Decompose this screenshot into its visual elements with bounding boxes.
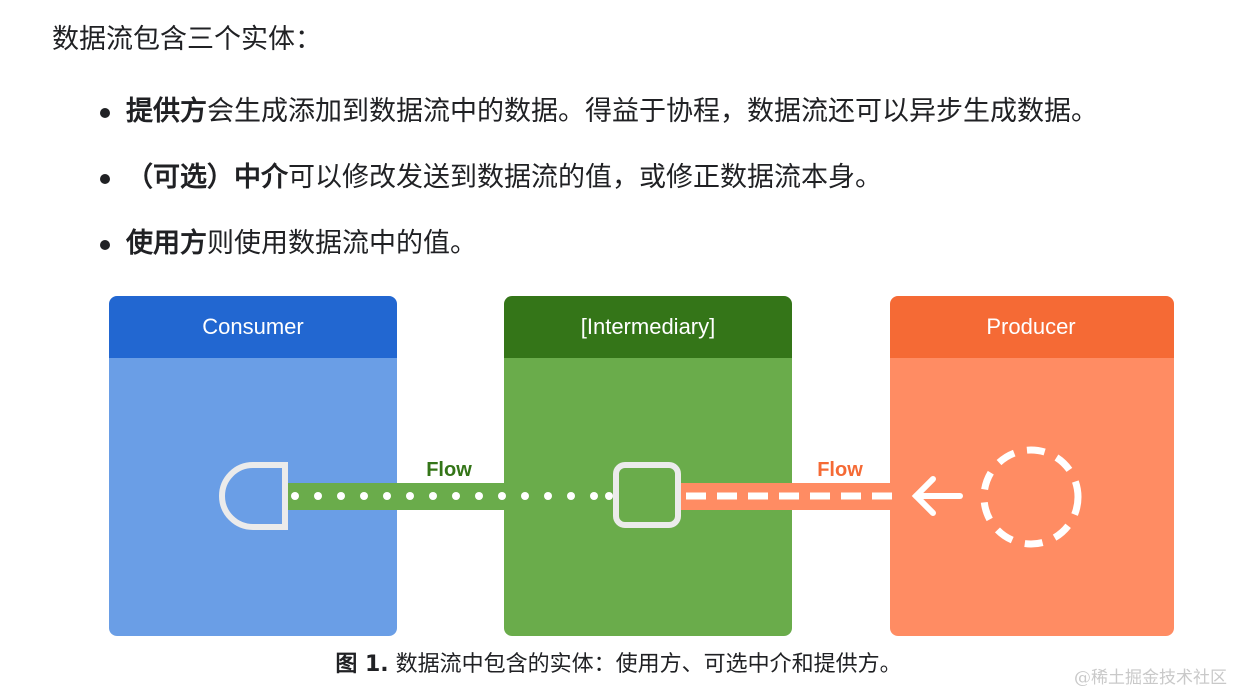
- consumer-label: Consumer: [202, 314, 303, 339]
- intermediary-label: [Intermediary]: [581, 314, 716, 339]
- bullet-term: （可选）中介: [126, 162, 288, 193]
- bullet-desc: 则使用数据流中的值。: [207, 228, 477, 259]
- list-item-consumer: 使用方则使用数据流中的值。: [96, 226, 1098, 262]
- intro-text: 数据流包含三个实体：: [52, 24, 322, 55]
- producer-header: [890, 296, 1174, 358]
- watermark: @稀土掘金技术社区: [1074, 668, 1227, 688]
- bullet-desc: 可以修改发送到数据流的值，或修正数据流本身。: [288, 162, 882, 193]
- consumer-header: [109, 296, 397, 358]
- entity-list: 提供方会生成添加到数据流中的数据。得益于协程，数据流还可以异步生成数据。 （可选…: [96, 94, 1098, 292]
- list-item-producer: 提供方会生成添加到数据流中的数据。得益于协程，数据流还可以异步生成数据。: [96, 94, 1098, 130]
- figure-caption: 图 1. 数据流中包含的实体：使用方、可选中介和提供方。: [0, 650, 1237, 680]
- bullet-desc: 会生成添加到数据流中的数据。得益于协程，数据流还可以异步生成数据。: [207, 96, 1098, 127]
- flow-left-dots: [291, 492, 613, 500]
- flow-right-label: Flow: [817, 459, 863, 481]
- caption-text: 数据流中包含的实体：使用方、可选中介和提供方。: [388, 652, 902, 677]
- producer-box: Producer: [890, 296, 1174, 636]
- arrow-left-icon: [911, 476, 963, 516]
- flow-diagram: Consumer [Intermediary] Producer Flow Fl…: [109, 296, 1174, 636]
- flow-left-label: Flow: [426, 459, 472, 481]
- producer-label: Producer: [986, 314, 1075, 339]
- consumer-box: Consumer: [109, 296, 397, 636]
- producer-dashed-circle-icon: [980, 446, 1082, 548]
- intermediary-header: [504, 296, 792, 358]
- bullet-term: 提供方: [126, 96, 207, 127]
- consumer-body: [109, 358, 397, 636]
- consumer-receiver-icon: [219, 462, 288, 530]
- bullet-term: 使用方: [126, 228, 207, 259]
- caption-number: 图 1.: [335, 652, 389, 677]
- list-item-intermediary: （可选）中介可以修改发送到数据流的值，或修正数据流本身。: [96, 160, 1098, 196]
- intermediary-box-icon: [613, 462, 681, 528]
- producer-body: [890, 358, 1174, 636]
